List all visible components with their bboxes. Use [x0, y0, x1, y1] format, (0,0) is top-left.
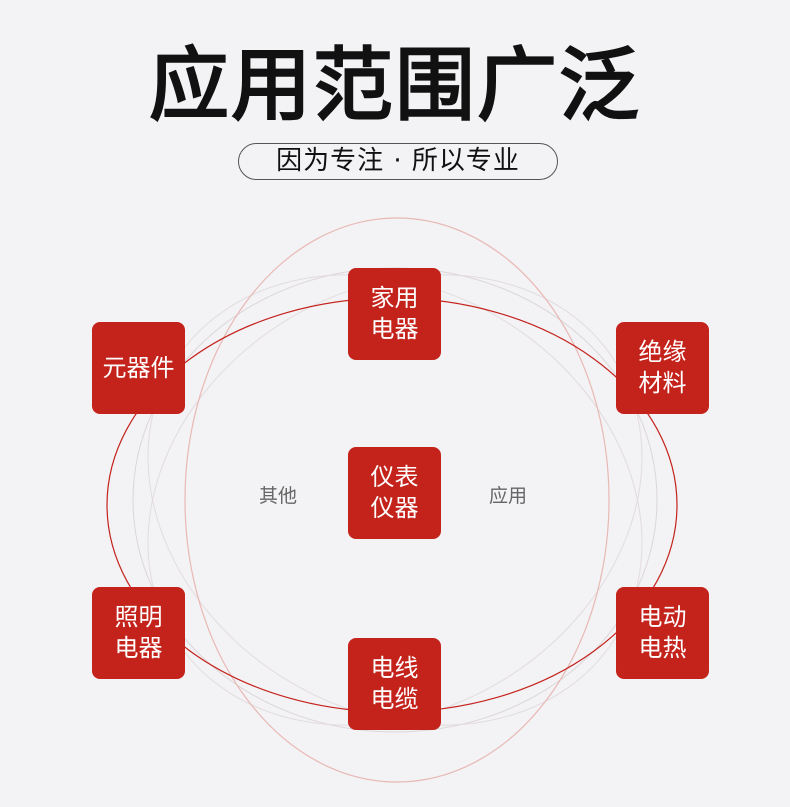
item-electric-heating-line2: 电热	[638, 634, 687, 662]
page-title: 应用范围广泛	[149, 39, 641, 132]
item-home-appliances-line1: 家用	[370, 284, 419, 312]
side-label-application: 应用	[489, 485, 528, 507]
item-insulation-materials-line1: 绝缘	[638, 338, 687, 366]
item-insulation-materials-line2: 材料	[638, 369, 687, 397]
item-lighting-appliances-line2: 电器	[114, 634, 163, 662]
item-insulation-materials: 绝缘 材料	[616, 322, 709, 414]
item-components: 元器件	[92, 322, 185, 414]
item-electric-heating: 电动 电热	[616, 587, 709, 679]
item-components-line1: 元器件	[102, 353, 175, 382]
item-home-appliances: 家用 电器	[348, 268, 441, 360]
item-instruments: 仪表 仪器	[348, 447, 441, 539]
item-lighting-appliances: 照明 电器	[92, 587, 185, 679]
item-wires-cables-line2: 电缆	[370, 685, 419, 713]
item-instruments-line2: 仪器	[370, 494, 419, 522]
side-label-other: 其他	[259, 485, 298, 507]
item-wires-cables-line1: 电线	[370, 654, 419, 682]
item-wires-cables: 电线 电缆	[348, 638, 441, 730]
item-instruments-line1: 仪表	[370, 463, 419, 491]
item-electric-heating-line1: 电动	[638, 603, 687, 631]
item-home-appliances-line2: 电器	[370, 315, 419, 343]
orbit-ring-tall	[184, 217, 610, 783]
item-lighting-appliances-line1: 照明	[114, 603, 163, 631]
subtitle-badge: 因为专注 · 所以专业	[238, 143, 558, 180]
